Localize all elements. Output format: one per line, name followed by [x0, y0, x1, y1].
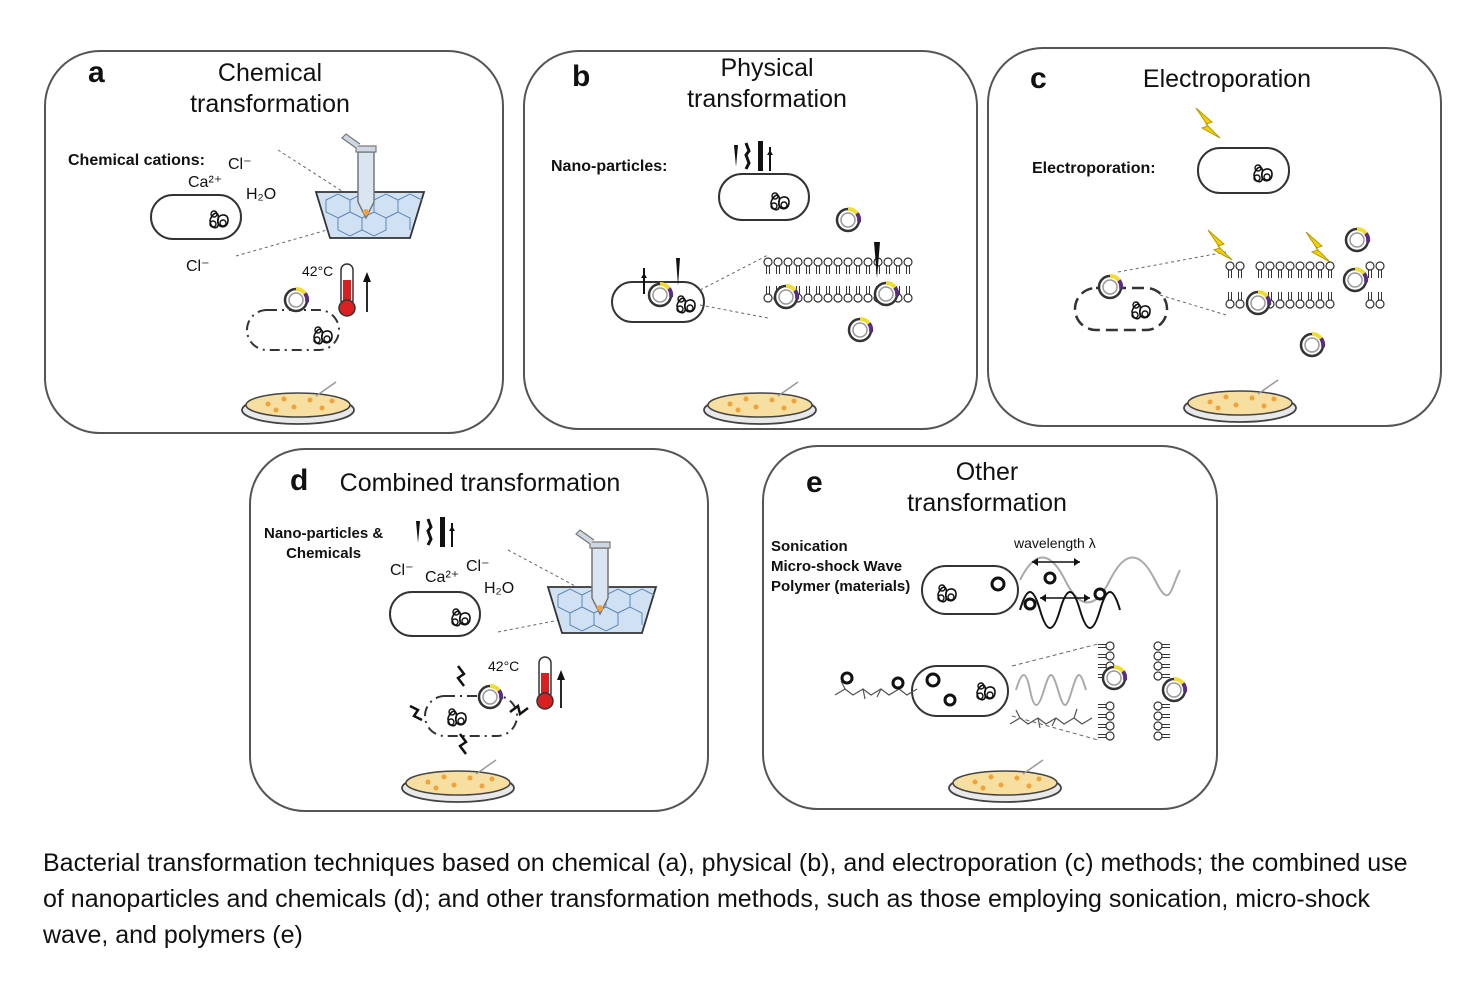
panel-c-letter: c [1030, 62, 1047, 95]
figure-caption: Bacterial transformation techniques base… [43, 849, 1408, 949]
panel-a-ion-h2o: H₂O [246, 186, 277, 203]
panel-e-other [762, 445, 1218, 810]
panel-a-label: Chemical cations: [68, 152, 205, 169]
panel-d-cell-h2o: H₂O [405, 604, 436, 621]
panel-a-cell-h2o: H₂O [163, 207, 194, 224]
panel-d-combined [249, 448, 709, 812]
panel-d-ion-cl-2: Cl⁻ [466, 558, 490, 575]
panel-c-label: Electroporation: [1032, 160, 1156, 177]
panel-a-title: Chemical transformation [190, 59, 350, 118]
panel-e-letter: e [806, 466, 823, 499]
panel-d-label: Nano-particles & Chemicals [264, 525, 384, 562]
panel-d-letter: d [290, 464, 309, 497]
panel-c-electroporation [987, 47, 1442, 427]
panel-d-temperature: 42°C [488, 658, 520, 674]
panel-a-letter: a [88, 56, 105, 89]
panel-a-ion-ca: Ca²⁺ [188, 174, 223, 191]
panel-a-ion-cl: Cl⁻ [228, 156, 252, 173]
panel-c-title: Electroporation [1142, 65, 1312, 93]
panel-b-title: Physical transformation [687, 54, 847, 113]
panel-e-wavelength: wavelength λ [1014, 535, 1096, 551]
panel-d-title: Combined transformation [339, 469, 621, 497]
panel-e-title: Other transformation [907, 458, 1067, 517]
panel-d-ion-ca: Ca²⁺ [425, 569, 460, 586]
panel-a-ion-cl-2: Cl⁻ [186, 258, 210, 275]
panel-b-letter: b [572, 60, 591, 93]
panel-b-physical [523, 50, 978, 430]
panel-a-temperature: 42°C [302, 263, 334, 279]
panel-d-ion-h2o: H₂O [484, 580, 515, 597]
panel-b-label: Nano-particles: [551, 158, 668, 175]
panel-e-label: Sonication Micro-shock Wave Polymer (mat… [771, 538, 911, 595]
panel-d-ion-cl: Cl⁻ [390, 562, 414, 579]
